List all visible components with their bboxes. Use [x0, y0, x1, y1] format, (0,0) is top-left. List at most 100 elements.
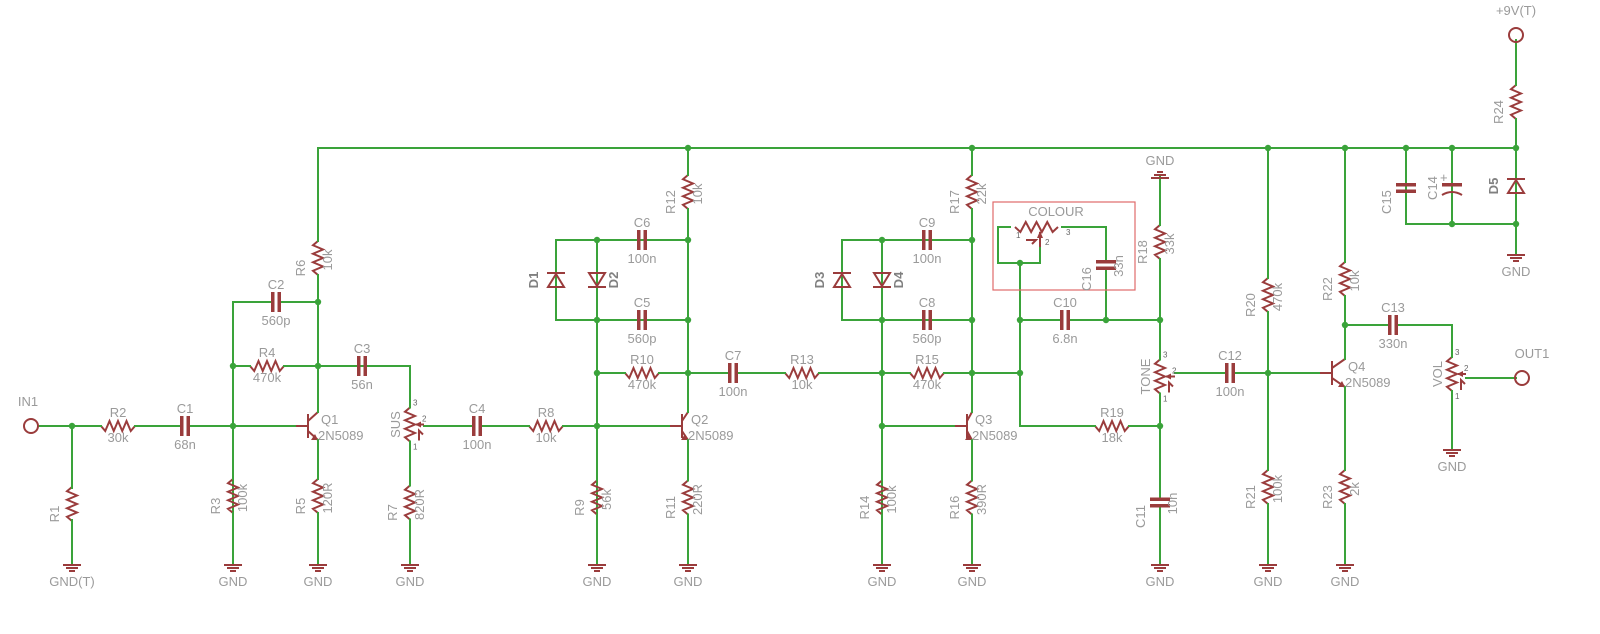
capacitor-ref: C6	[634, 215, 651, 230]
transistor-q1	[296, 405, 319, 447]
colour-group-box	[992, 201, 1136, 291]
ground-symbol	[1507, 254, 1525, 262]
ground-symbol	[1336, 564, 1354, 572]
resistor-r22	[1337, 261, 1353, 297]
resistor-r15	[904, 365, 950, 381]
ground-label: GND	[1502, 264, 1531, 279]
ground-symbol	[873, 564, 891, 572]
ground-symbol	[224, 564, 242, 572]
capacitor-value: 560p	[262, 313, 291, 328]
resistor-r20	[1260, 271, 1276, 319]
resistor-ref: R3	[208, 498, 223, 515]
capacitor-c13	[1381, 315, 1405, 335]
transistor-ref: Q2	[691, 412, 708, 427]
capacitor-c12	[1219, 363, 1241, 383]
resistor-r2	[95, 418, 141, 434]
resistor-value: 470k	[913, 377, 942, 392]
resistor-r23	[1337, 461, 1353, 513]
resistor-ref: R6	[293, 260, 308, 277]
capacitor-value: 100n	[463, 437, 492, 452]
resistor-r4	[249, 358, 285, 374]
pin-number: 3	[413, 399, 418, 408]
resistor-value: 390R	[974, 484, 989, 515]
pot-colour	[992, 201, 1136, 291]
diode-d1	[546, 239, 566, 321]
resistor-ref: R7	[385, 504, 400, 521]
resistor-value: 30k	[108, 430, 129, 445]
resistor-ref: R13	[790, 352, 814, 367]
transistor-ref: Q3	[975, 412, 992, 427]
ground-label: GND	[1146, 574, 1175, 589]
capacitor-value: 100n	[628, 251, 657, 266]
capacitor-c2	[264, 292, 288, 312]
resistor-value: 470k	[1270, 282, 1285, 311]
diode-ref: D4	[891, 271, 906, 288]
resistor-r18	[1152, 221, 1168, 263]
capacitor-c14	[1441, 175, 1463, 201]
resistor-r10	[619, 365, 665, 381]
resistor-value: 10k	[1347, 270, 1362, 291]
capacitor-ref: C2	[268, 277, 285, 292]
resistor-ref: R15	[915, 352, 939, 367]
pin-number: 1	[1163, 395, 1168, 404]
resistor-ref: R2	[110, 405, 127, 420]
port-terminal[interactable]	[23, 418, 39, 434]
port-label: OUT1	[1515, 346, 1550, 361]
port-terminal[interactable]	[1514, 370, 1530, 386]
transistor-value: 2N5089	[1345, 375, 1391, 390]
resistor-value: 220R	[690, 484, 705, 515]
pot-ref: TONE	[1138, 358, 1153, 394]
resistor-ref: R18	[1135, 240, 1150, 264]
port-terminal[interactable]	[1508, 27, 1524, 43]
ground-label: GND	[583, 574, 612, 589]
diode-ref: D3	[812, 272, 827, 289]
resistor-r17	[964, 171, 980, 213]
ground-symbol	[309, 564, 327, 572]
transistor-q2	[670, 405, 689, 447]
resistor-value: 470k	[253, 370, 282, 385]
ground-label: GND	[958, 574, 987, 589]
polarity-mark: +	[1440, 170, 1448, 185]
resistor-r11	[680, 474, 696, 521]
capacitor-value: 100n	[913, 251, 942, 266]
capacitor-value: 560p	[913, 331, 942, 346]
resistor-ref: R10	[630, 352, 654, 367]
pot-vol	[1444, 351, 1466, 397]
ground-symbol	[1151, 564, 1169, 572]
resistor-ref: R8	[538, 405, 555, 420]
capacitor-c11	[1150, 489, 1170, 516]
diode-ref: D5	[1486, 178, 1501, 195]
transistor-q4	[1320, 349, 1346, 396]
resistor-value: 10k	[320, 249, 335, 270]
capacitor-value: 68n	[174, 437, 196, 452]
diode-ref: D1	[526, 272, 541, 289]
pin-number: 2	[422, 415, 427, 424]
ground-label: GND	[868, 574, 897, 589]
ground-label: GND	[219, 574, 248, 589]
pin-number: 3	[1455, 348, 1460, 357]
resistor-value: 470k	[628, 377, 657, 392]
ground-symbol	[1259, 564, 1277, 572]
resistor-value: 10k	[536, 430, 557, 445]
ground-label: GND	[1254, 574, 1283, 589]
resistor-ref: R20	[1243, 293, 1258, 317]
capacitor-c1	[177, 416, 193, 436]
ground-symbol	[963, 564, 981, 572]
resistor-r13	[779, 365, 825, 381]
capacitor-ref: C9	[919, 215, 936, 230]
port-label: +9V(T)	[1496, 3, 1536, 18]
capacitor-value: 560p	[628, 331, 657, 346]
capacitor-c4	[466, 416, 488, 436]
ground-symbol	[63, 564, 81, 572]
resistor-ref: R5	[293, 498, 308, 515]
capacitor-value: 56n	[351, 377, 373, 392]
resistor-r7	[402, 484, 418, 521]
capacitor-ref: C14	[1425, 176, 1440, 200]
capacitor-c16	[1096, 249, 1116, 281]
resistor-ref: R9	[572, 499, 587, 516]
capacitor-value: 10n	[1165, 493, 1180, 515]
pin-number: 1	[1455, 392, 1460, 401]
resistor-r24	[1508, 81, 1524, 123]
capacitor-ref: C16	[1079, 267, 1094, 291]
resistor-value: 33k	[1162, 233, 1177, 254]
